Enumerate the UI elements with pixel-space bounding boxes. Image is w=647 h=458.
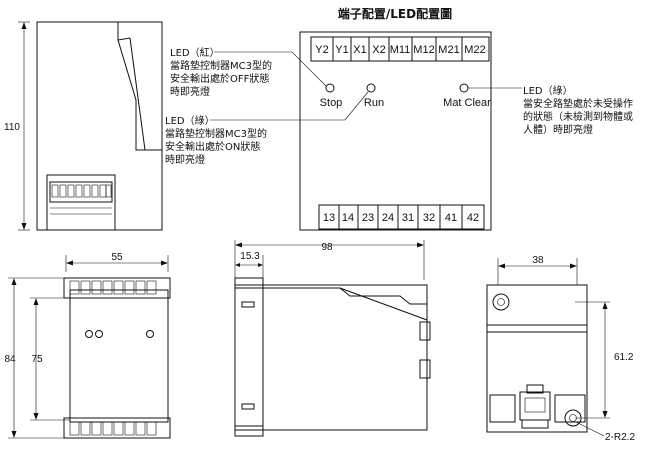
note-led-red: LED（紅） 當路墊控制器MC3型的 安全輸出處於OFF狀態 時即亮燈 <box>170 47 327 98</box>
dim-height-front-outer: 84 <box>4 354 16 365</box>
run-led-icon <box>366 83 376 93</box>
svg-text:當路墊控制器MC3型的: 當路墊控制器MC3型的 <box>165 127 267 140</box>
bottom-terminal-row: 13 14 23 24 31 32 41 42 <box>318 204 485 230</box>
terminal-y1: Y1 <box>335 44 348 56</box>
terminal-x1: X1 <box>353 44 366 56</box>
dim-width-side: 38 <box>532 255 544 266</box>
terminal-m22: M22 <box>464 44 485 56</box>
mat-clear-led-icon <box>459 83 469 93</box>
dim-hole-pitch: 61.2 <box>614 352 634 363</box>
run-led-label: Run <box>364 97 384 109</box>
dim-height-front-inner: 75 <box>31 354 43 365</box>
terminal-31: 31 <box>402 212 414 224</box>
terminal-41: 41 <box>445 212 457 224</box>
mat-clear-led-label: Mat Clear <box>443 97 491 109</box>
diagram-title: 端子配置/LED配置圖 <box>338 6 452 21</box>
terminal-42: 42 <box>467 212 479 224</box>
terminal-m12: M12 <box>413 44 434 56</box>
svg-text:的狀態（未檢測到物體或: 的狀態（未檢測到物體或 <box>523 110 633 123</box>
terminal-23: 23 <box>362 212 374 224</box>
note-led-green-mat: LED（綠） 當安全路墊處於未受操作 的狀態（未檢測到物體或 人體）時即亮燈 <box>468 85 633 136</box>
front-view: 55 84 75 <box>4 252 171 439</box>
side-view-top: 110 <box>4 21 163 231</box>
svg-text:LED（綠）: LED（綠） <box>523 85 573 97</box>
stop-led-icon <box>325 83 335 93</box>
svg-text:人體）時即亮燈: 人體）時即亮燈 <box>523 123 593 136</box>
svg-text:時即亮燈: 時即亮燈 <box>165 153 205 166</box>
terminal-24: 24 <box>382 212 394 224</box>
side-terminal-screws <box>51 184 112 198</box>
dim-width-front: 55 <box>111 252 123 263</box>
svg-text:LED（紅）: LED（紅） <box>170 47 220 59</box>
top-terminal-row: Y2 Y1 X1 X2 M11 M12 M21 M22 <box>310 36 490 62</box>
front-led-hole-3 <box>146 330 154 338</box>
mounting-hole-top <box>492 293 510 311</box>
side-view-bottom: 98 15.3 <box>234 240 431 437</box>
dim-depth: 98 <box>321 242 333 253</box>
dim-offset: 15.3 <box>240 251 260 262</box>
terminal-32: 32 <box>423 212 435 224</box>
terminal-14: 14 <box>342 212 354 224</box>
terminal-led-layout: Y2 Y1 X1 X2 M11 M12 M21 M22 Stop Run Mat… <box>299 31 492 231</box>
rear-view: 38 61.2 2-R2.2 <box>486 255 635 443</box>
svg-text:當安全路墊處於未受操作: 當安全路墊處於未受操作 <box>523 97 633 110</box>
stop-led-label: Stop <box>320 97 343 109</box>
terminal-m21: M21 <box>438 44 459 56</box>
svg-text:安全輸出處於OFF狀態: 安全輸出處於OFF狀態 <box>170 72 269 85</box>
front-led-hole-2 <box>95 330 103 338</box>
mounting-hole-bottom <box>564 409 582 427</box>
dim-height-side: 110 <box>4 122 20 133</box>
svg-text:LED（綠）: LED（綠） <box>165 115 215 127</box>
svg-text:當路墊控制器MC3型的: 當路墊控制器MC3型的 <box>170 59 272 72</box>
terminal-x2: X2 <box>372 44 385 56</box>
svg-text:時即亮燈: 時即亮燈 <box>170 85 210 98</box>
svg-text:安全輸出處於ON狀態: 安全輸出處於ON狀態 <box>165 140 260 153</box>
terminal-y2: Y2 <box>315 44 328 56</box>
front-led-hole-1 <box>85 330 93 338</box>
terminal-13: 13 <box>323 212 335 224</box>
note-led-green-run: LED（綠） 當路墊控制器MC3型的 安全輸出處於ON狀態 時即亮燈 <box>165 91 369 166</box>
dim-hole-spec: 2-R2.2 <box>605 432 635 443</box>
terminal-m11: M11 <box>390 44 411 56</box>
